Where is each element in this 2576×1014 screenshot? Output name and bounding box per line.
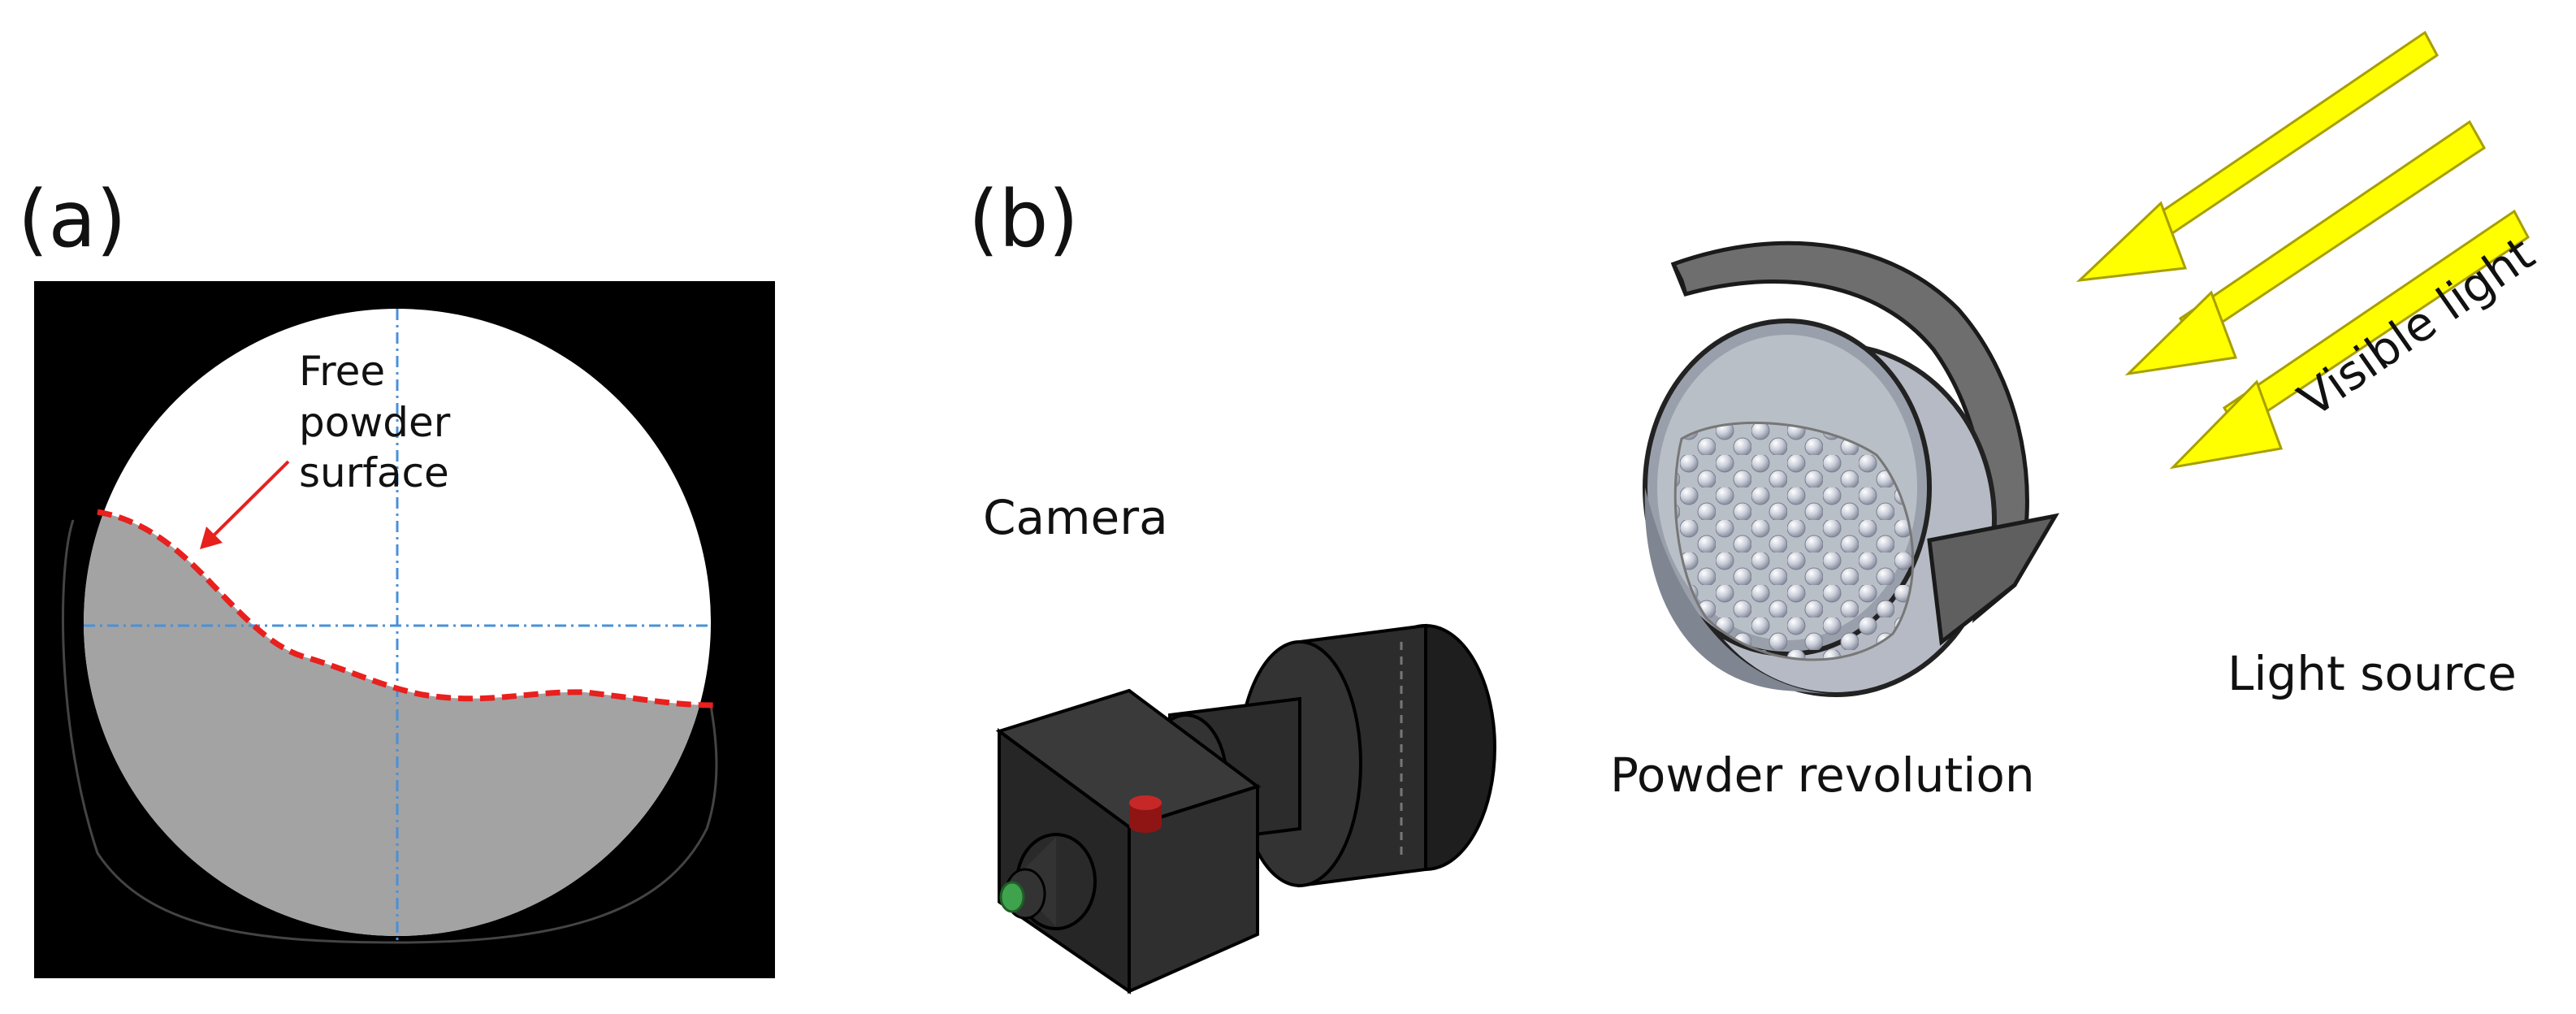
light-arrow-1 <box>2076 30 2439 283</box>
annotation-arrow-head <box>200 526 223 549</box>
camera-red-button <box>1129 795 1162 833</box>
annotation-line-3: surface <box>299 449 449 496</box>
drum-label: Powder revolution <box>1610 748 2035 803</box>
powder-drum <box>1643 240 2059 697</box>
powder-outline <box>62 519 718 944</box>
visible-light-label: Visible light <box>2288 225 2544 428</box>
camera-body <box>995 688 1262 994</box>
annotation-arrow-line <box>211 460 290 538</box>
camera-label: Camera <box>983 490 1168 545</box>
panel-b-tag: (b) <box>968 174 1079 265</box>
annotation-line-2: powder <box>299 398 451 446</box>
drum-balls <box>1673 421 1915 661</box>
camera-front-knob <box>999 833 1097 930</box>
free-surface-annotation: Free powder surface <box>299 346 450 499</box>
panel-a-tag: (a) <box>18 174 127 265</box>
drum-stopper <box>1927 513 2059 646</box>
drum-shroud-tab <box>1671 262 1688 295</box>
light-source-label: Light source <box>2227 646 2517 701</box>
annotation-line-1: Free <box>299 348 386 395</box>
powder-bed <box>84 512 711 936</box>
camera <box>995 623 1496 994</box>
free-surface-trace <box>97 509 716 708</box>
camera-lens <box>1144 623 1496 888</box>
drum-shroud <box>1670 240 2029 623</box>
